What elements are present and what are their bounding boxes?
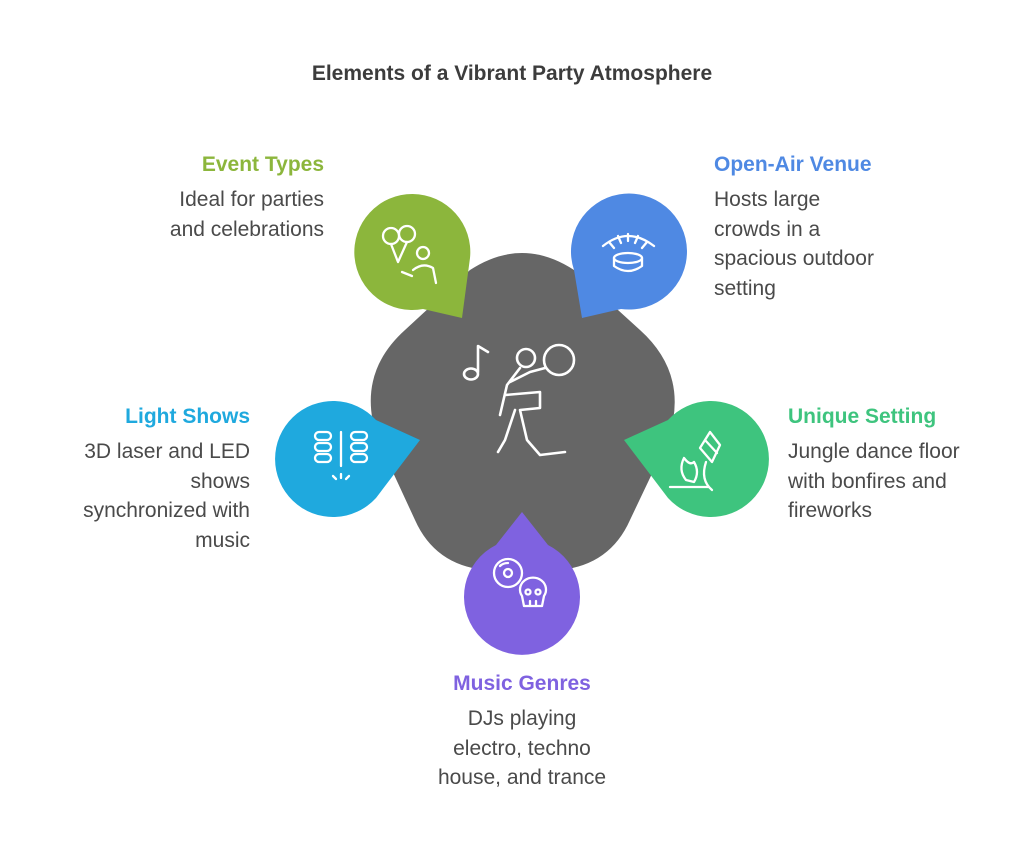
light-shows-label: Light Shows xyxy=(125,405,250,428)
open-air-venue-description: Hosts large crowds in a spacious outdoor… xyxy=(714,188,874,300)
event-types-block: Event Types Ideal for parties and celebr… xyxy=(170,153,324,244)
stadium-icon xyxy=(601,232,656,273)
center-pentagon xyxy=(370,253,675,570)
music-genres-drop xyxy=(464,512,580,655)
unique-setting-block: Unique Setting Jungle dance floor with b… xyxy=(788,405,960,526)
light-shows-block: Light Shows 3D laser and LED shows synch… xyxy=(83,405,250,555)
bonfire-kite-icon xyxy=(668,430,722,492)
light-shows-description: 3D laser and LED shows synchronized with… xyxy=(83,440,250,552)
light-shows-drop xyxy=(275,400,420,517)
vinyl-skull-icon xyxy=(492,557,548,608)
led-laser-lights-icon xyxy=(313,430,369,481)
dancing-person-with-music-note-icon xyxy=(462,343,576,457)
unique-setting-label: Unique Setting xyxy=(788,405,937,428)
event-types-label: Event Types xyxy=(201,153,324,176)
event-types-drop xyxy=(354,193,471,318)
diagram-title: Elements of a Vibrant Party Atmosphere xyxy=(311,62,713,85)
music-genres-label: Music Genres xyxy=(453,672,591,695)
event-types-description: Ideal for parties and celebrations xyxy=(169,188,324,241)
open-air-venue-label: Open-Air Venue xyxy=(714,153,872,176)
unique-setting-drop xyxy=(624,401,769,517)
music-genres-block: Music Genres DJs playing electro, techno… xyxy=(402,672,642,793)
open-air-venue-drop xyxy=(570,193,687,318)
open-air-venue-block: Open-Air Venue Hosts large crowds in a s… xyxy=(714,153,874,303)
balloons-child-icon xyxy=(381,224,438,285)
unique-setting-description: Jungle dance floor with bonfires and fir… xyxy=(788,440,960,522)
music-genres-description: DJs playing electro, techno house, and t… xyxy=(437,707,607,789)
